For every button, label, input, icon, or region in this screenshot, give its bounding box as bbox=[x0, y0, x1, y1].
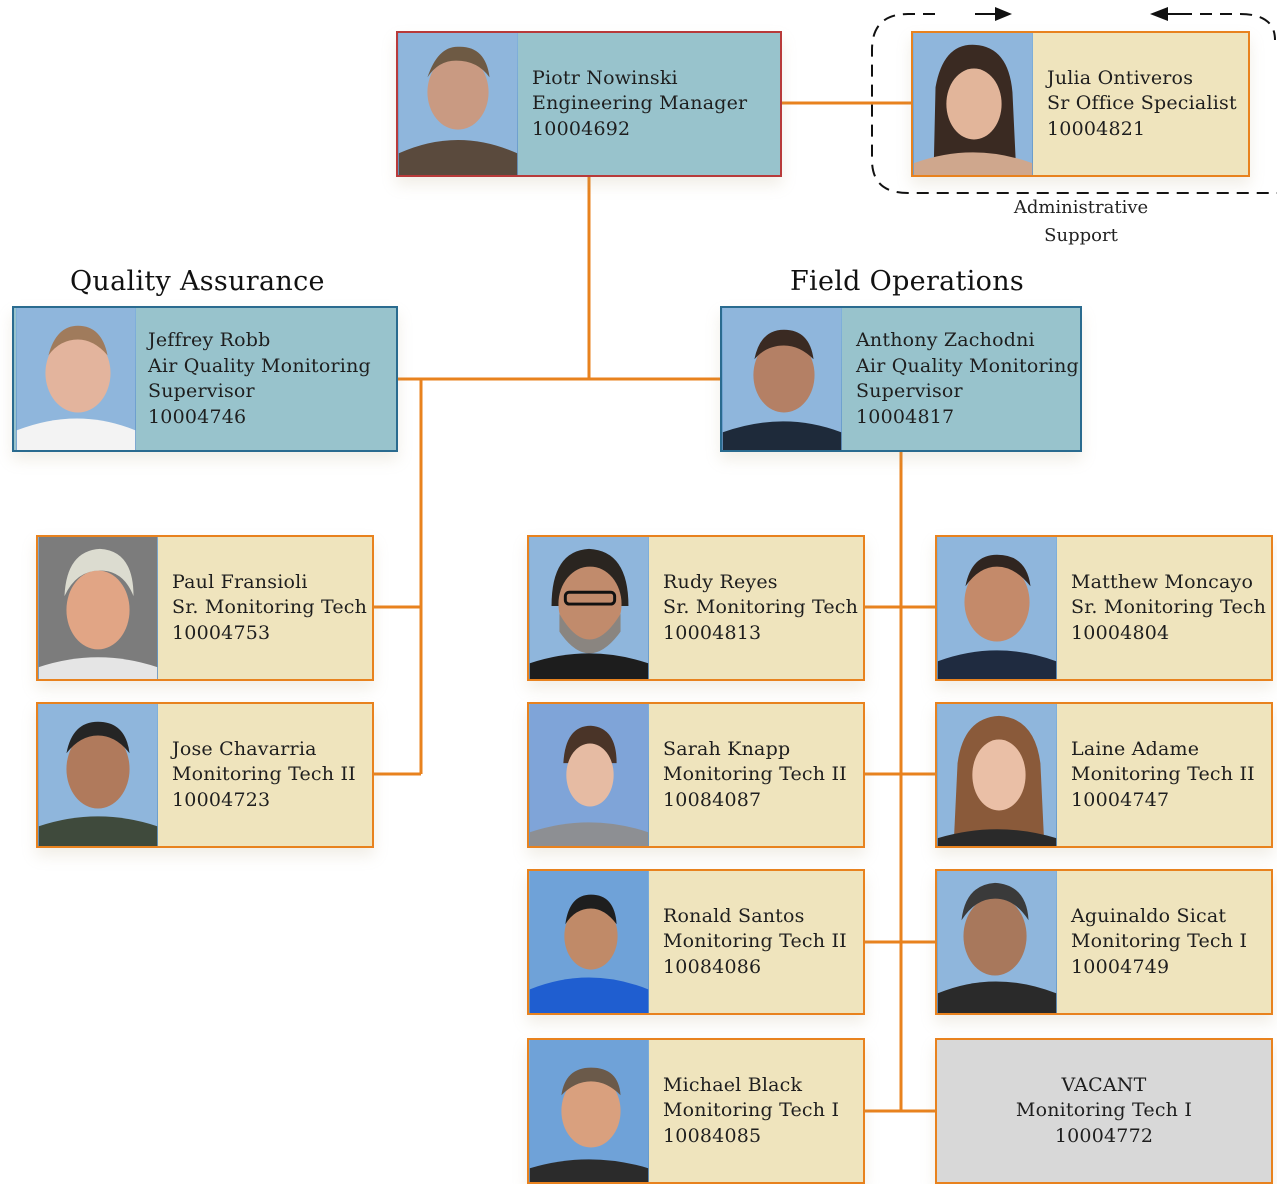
person-name: Sarah Knapp bbox=[663, 737, 791, 760]
person-title: Air Quality Monitoring bbox=[148, 354, 371, 377]
section-title-field-operations: Field Operations bbox=[790, 266, 1025, 297]
avatar bbox=[16, 308, 136, 450]
person-id: 10004723 bbox=[172, 788, 271, 811]
person-name: Laine Adame bbox=[1071, 737, 1200, 760]
person-title: Monitoring Tech II bbox=[663, 930, 847, 953]
card-info: Ronald Santos Monitoring Tech II 1008408… bbox=[663, 871, 857, 1013]
person-id: 10004753 bbox=[172, 621, 271, 644]
person-id: 10004746 bbox=[148, 405, 247, 428]
person-id: 10004772 bbox=[1054, 1124, 1154, 1147]
card-info: Jose Chavarria Monitoring Tech II 100047… bbox=[172, 704, 366, 846]
person-id: 10084085 bbox=[663, 1124, 762, 1147]
person-title: Sr. Monitoring Tech bbox=[1071, 596, 1267, 619]
card-ronald-santos[interactable]: Ronald Santos Monitoring Tech II 1008408… bbox=[527, 869, 865, 1015]
card-info: Sarah Knapp Monitoring Tech II 10084087 bbox=[663, 704, 857, 846]
card-aguinaldo-sicat[interactable]: Aguinaldo Sicat Monitoring Tech I 100047… bbox=[935, 869, 1273, 1015]
card-fo-supervisor[interactable]: Anthony Zachodni Air Quality Monitoring … bbox=[720, 306, 1082, 452]
person-id: 10004747 bbox=[1071, 788, 1170, 811]
avatar bbox=[529, 1040, 649, 1182]
avatar bbox=[529, 704, 649, 846]
card-qa-supervisor[interactable]: Jeffrey Robb Air Quality Monitoring Supe… bbox=[12, 306, 398, 452]
card-info: Rudy Reyes Sr. Monitoring Tech 10004813 bbox=[663, 537, 859, 679]
person-title: Monitoring Tech I bbox=[1071, 930, 1248, 953]
avatar bbox=[722, 308, 842, 450]
person-name: Ronald Santos bbox=[663, 904, 805, 927]
card-info: Aguinaldo Sicat Monitoring Tech I 100047… bbox=[1071, 871, 1265, 1013]
person-title: Monitoring Tech I bbox=[663, 1099, 840, 1122]
person-name: Aguinaldo Sicat bbox=[1071, 904, 1227, 927]
person-id: 10004804 bbox=[1071, 621, 1170, 644]
card-info: Paul Fransioli Sr. Monitoring Tech 10004… bbox=[172, 537, 368, 679]
person-title: Sr. Monitoring Tech bbox=[663, 596, 859, 619]
person-id: 10004749 bbox=[1071, 955, 1170, 978]
person-id: 10004692 bbox=[532, 117, 631, 140]
person-title: Monitoring Tech II bbox=[172, 763, 356, 786]
person-id: 10084086 bbox=[663, 955, 762, 978]
avatar bbox=[937, 871, 1057, 1013]
card-info: Julia Ontiveros Sr Office Specialist 100… bbox=[1047, 33, 1242, 175]
card-info: Laine Adame Monitoring Tech II 10004747 bbox=[1071, 704, 1265, 846]
avatar bbox=[38, 537, 158, 679]
card-info: Matthew Moncayo Sr. Monitoring Tech 1000… bbox=[1071, 537, 1267, 679]
person-title: Air Quality Monitoring bbox=[856, 354, 1079, 377]
person-name: Michael Black bbox=[663, 1073, 803, 1096]
avatar bbox=[529, 537, 649, 679]
card-jose-chavarria[interactable]: Jose Chavarria Monitoring Tech II 100047… bbox=[36, 702, 374, 848]
card-info: Anthony Zachodni Air Quality Monitoring … bbox=[856, 308, 1079, 450]
person-title: Monitoring Tech II bbox=[663, 763, 847, 786]
card-info: Piotr Nowinski Engineering Manager 10004… bbox=[532, 33, 774, 175]
person-title: Sr Office Specialist bbox=[1047, 92, 1237, 115]
person-name: Paul Fransioli bbox=[172, 570, 308, 593]
avatar bbox=[38, 704, 158, 846]
person-name: VACANT bbox=[1061, 1073, 1147, 1096]
avatar bbox=[937, 537, 1057, 679]
card-info: VACANT Monitoring Tech I 10004772 bbox=[937, 1040, 1271, 1182]
avatar bbox=[913, 33, 1033, 175]
arrow-left-icon bbox=[1150, 7, 1168, 21]
card-paul-fransioli[interactable]: Paul Fransioli Sr. Monitoring Tech 10004… bbox=[36, 535, 374, 681]
person-name: Julia Ontiveros bbox=[1047, 66, 1194, 89]
card-admin[interactable]: Julia Ontiveros Sr Office Specialist 100… bbox=[911, 31, 1250, 177]
person-title: Monitoring Tech II bbox=[1071, 763, 1255, 786]
card-sarah-knapp[interactable]: Sarah Knapp Monitoring Tech II 10084087 bbox=[527, 702, 865, 848]
person-name: Piotr Nowinski bbox=[532, 66, 678, 89]
card-info: Jeffrey Robb Air Quality Monitoring Supe… bbox=[148, 308, 390, 450]
person-title: Monitoring Tech I bbox=[1015, 1099, 1193, 1122]
person-name: Jose Chavarria bbox=[172, 737, 317, 760]
person-title: Sr. Monitoring Tech bbox=[172, 596, 368, 619]
person-id: 10004813 bbox=[663, 621, 762, 644]
person-name: Matthew Moncayo bbox=[1071, 570, 1254, 593]
person-name: Rudy Reyes bbox=[663, 570, 778, 593]
avatar bbox=[937, 704, 1057, 846]
person-title-cont: Supervisor bbox=[148, 380, 255, 402]
card-manager[interactable]: Piotr Nowinski Engineering Manager 10004… bbox=[396, 31, 782, 177]
person-title: Engineering Manager bbox=[532, 92, 748, 115]
avatar bbox=[529, 871, 649, 1013]
section-title-quality-assurance: Quality Assurance bbox=[70, 266, 325, 297]
card-laine-adame[interactable]: Laine Adame Monitoring Tech II 10004747 bbox=[935, 702, 1273, 848]
avatar bbox=[398, 33, 518, 175]
person-id: 10004817 bbox=[856, 405, 955, 428]
card-info: Michael Black Monitoring Tech I 10084085 bbox=[663, 1040, 857, 1182]
admin-support-group bbox=[871, 7, 1277, 194]
person-name: Jeffrey Robb bbox=[148, 329, 271, 351]
arrow-right-icon bbox=[995, 7, 1012, 21]
card-vacant[interactable]: VACANT Monitoring Tech I 10004772 bbox=[935, 1038, 1273, 1184]
person-id: 10004821 bbox=[1047, 117, 1146, 140]
person-title-cont: Supervisor bbox=[856, 380, 963, 402]
card-michael-black[interactable]: Michael Black Monitoring Tech I 10084085 bbox=[527, 1038, 865, 1184]
person-id: 10084087 bbox=[663, 788, 762, 811]
card-matthew-moncayo[interactable]: Matthew Moncayo Sr. Monitoring Tech 1000… bbox=[935, 535, 1273, 681]
card-rudy-reyes[interactable]: Rudy Reyes Sr. Monitoring Tech 10004813 bbox=[527, 535, 865, 681]
person-name: Anthony Zachodni bbox=[856, 329, 1035, 351]
